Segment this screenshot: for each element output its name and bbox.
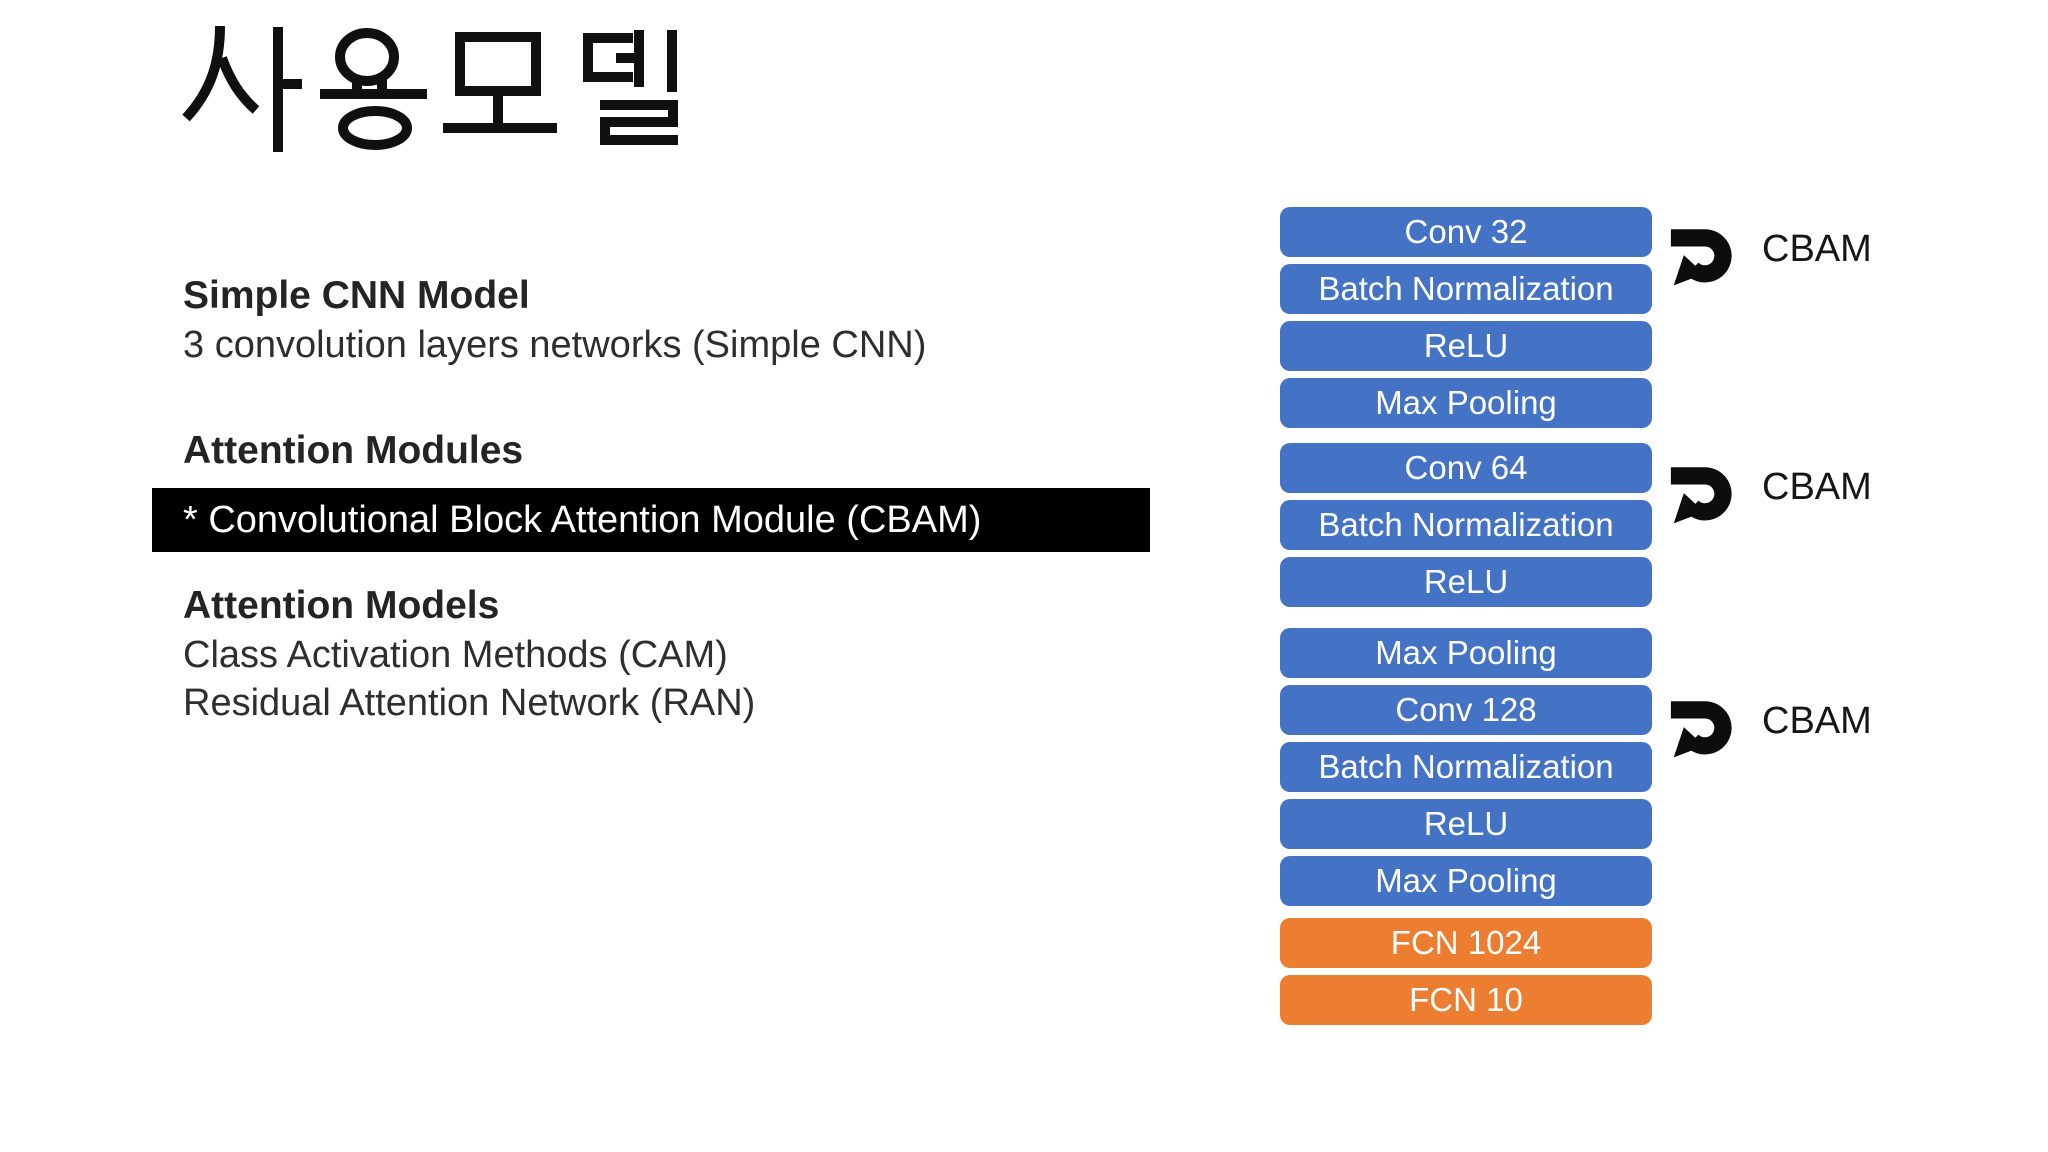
text-simple-cnn-desc: 3 convolution layers networks (Simple CN…: [183, 324, 927, 366]
layer-box-maxpool-2: Max Pooling: [1280, 628, 1652, 678]
layer-box-relu-3: ReLU: [1280, 799, 1652, 849]
cbam-label-3: CBAM: [1762, 700, 1872, 742]
layer-box-batchnorm-2: Batch Normalization: [1280, 500, 1652, 550]
text-ran-line: Residual Attention Network (RAN): [183, 682, 756, 724]
layer-box-maxpool-1: Max Pooling: [1280, 378, 1652, 428]
cbam-uturn-arrow-icon: [1670, 229, 1732, 286]
layer-box-conv32: Conv 32: [1280, 207, 1652, 257]
layer-box-fcn1024: FCN 1024: [1280, 918, 1652, 968]
layer-box-fcn10: FCN 10: [1280, 975, 1652, 1025]
layer-box-relu-1: ReLU: [1280, 321, 1652, 371]
cbam-label-1: CBAM: [1762, 228, 1872, 270]
heading-simple-cnn-model: Simple CNN Model: [183, 274, 530, 317]
cbam-label-2: CBAM: [1762, 466, 1872, 508]
layer-box-conv64: Conv 64: [1280, 443, 1652, 493]
layer-box-batchnorm-1: Batch Normalization: [1280, 264, 1652, 314]
text-cam-line: Class Activation Methods (CAM): [183, 634, 728, 676]
highlighted-cbam-line: * Convolutional Block Attention Module (…: [152, 488, 1150, 552]
cbam-uturn-arrow-icon: [1670, 467, 1732, 524]
layer-box-batchnorm-3: Batch Normalization: [1280, 742, 1652, 792]
cbam-uturn-arrow-icon: [1670, 701, 1732, 758]
hangul-title-icon: [182, 25, 678, 152]
page-title: 사용모델: [178, 24, 690, 154]
layer-box-conv128: Conv 128: [1280, 685, 1652, 735]
layer-box-relu-2: ReLU: [1280, 557, 1652, 607]
layer-box-maxpool-3: Max Pooling: [1280, 856, 1652, 906]
heading-attention-models: Attention Models: [183, 584, 500, 627]
heading-attention-modules: Attention Modules: [183, 429, 524, 472]
